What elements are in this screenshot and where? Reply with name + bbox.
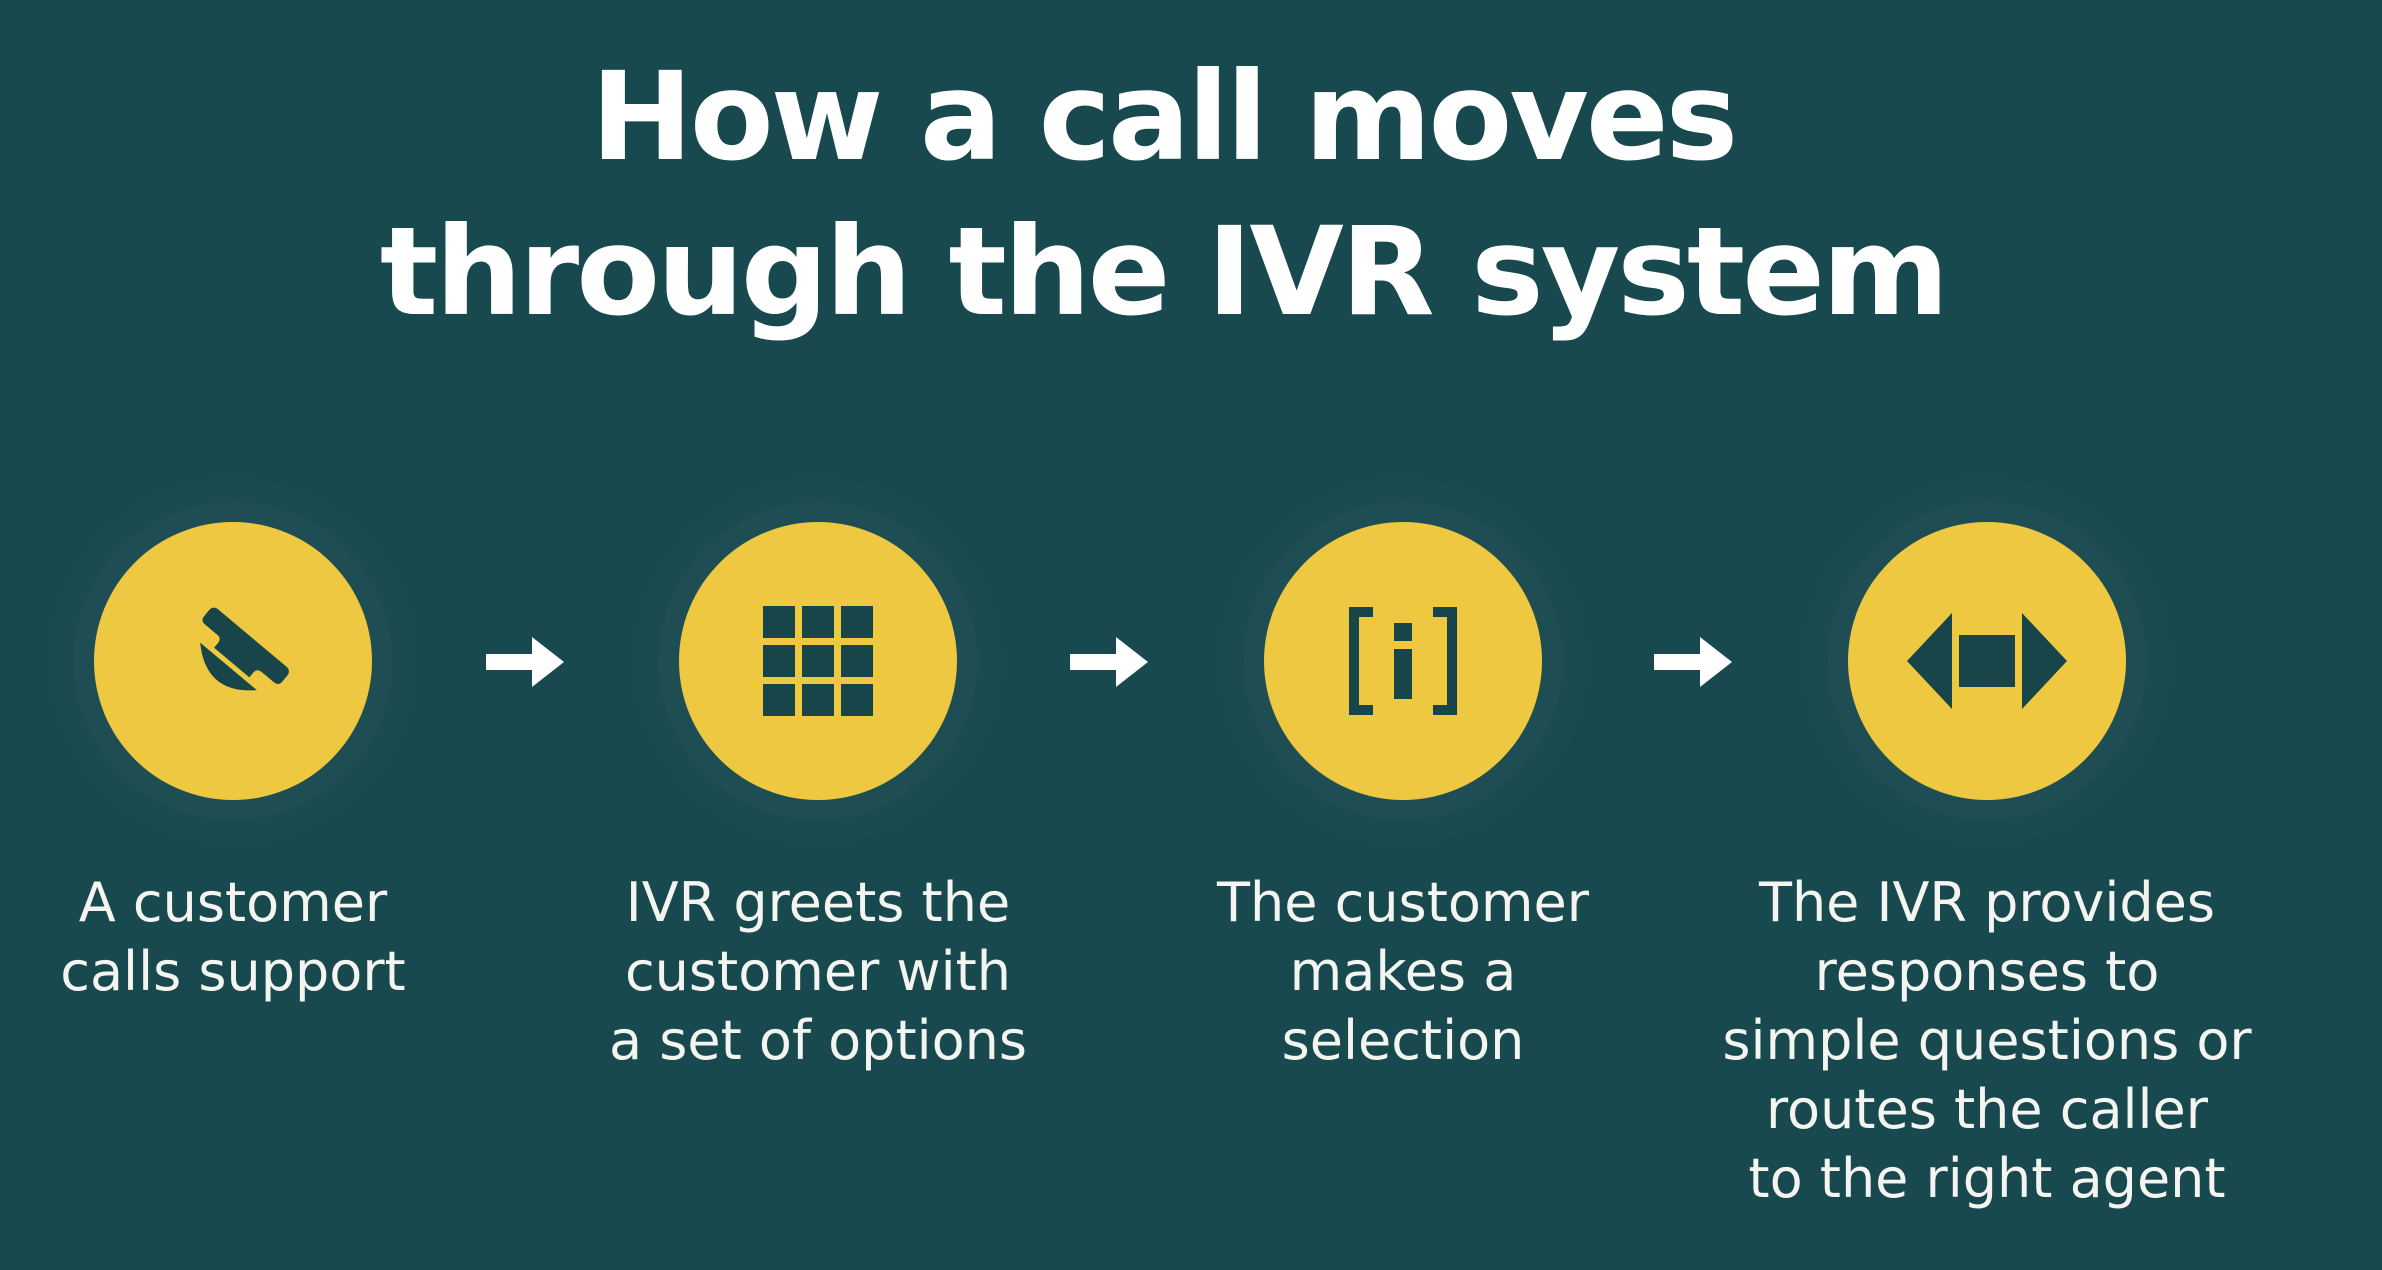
step-4-label-line: responses to: [1814, 940, 2160, 1003]
step-3-label-line: makes a: [1289, 940, 1517, 1003]
step-3-circle: [1264, 522, 1542, 800]
step-2-label-line: a set of options: [608, 1009, 1028, 1072]
flow-arrow-3: [1654, 637, 1732, 687]
step-1-label-line: calls support: [60, 940, 406, 1003]
route-arrows-icon: [1907, 613, 2067, 709]
step-2-label-line: IVR greets the: [625, 871, 1011, 934]
step-4-label-line: The IVR provides: [1758, 871, 2216, 934]
title-line-1: How a call moves: [590, 46, 1738, 188]
flow-arrow-1: [486, 637, 564, 687]
phone-icon: [200, 607, 289, 691]
step-1-label-line: A customer: [78, 871, 388, 934]
step-4-circle: [1848, 522, 2126, 800]
page-title: How a call moves through the IVR system: [0, 40, 2326, 350]
step-1-circle: [94, 522, 372, 800]
title-line-2: through the IVR system: [379, 201, 1949, 343]
step-4-label-line: routes the caller: [1766, 1078, 2208, 1141]
keypad-icon: [763, 606, 873, 716]
step-2-circle: [679, 522, 957, 800]
step-1-label: A customer calls support: [0, 868, 533, 1006]
step-2-label-line: customer with: [624, 940, 1011, 1003]
step-4-label: The IVR provides responses to simple que…: [1687, 868, 2287, 1213]
step-4-label-line: simple questions or: [1722, 1009, 2252, 1072]
step-3-label-line: selection: [1281, 1009, 1525, 1072]
step-3-label: The customer makes a selection: [1103, 868, 1703, 1075]
info-bracket-icon: [1349, 607, 1457, 715]
flow-arrow-2: [1070, 637, 1148, 687]
step-3-label-line: The customer: [1217, 871, 1589, 934]
step-2-label: IVR greets the customer with a set of op…: [518, 868, 1118, 1075]
step-4-label-line: to the right agent: [1748, 1147, 2226, 1210]
